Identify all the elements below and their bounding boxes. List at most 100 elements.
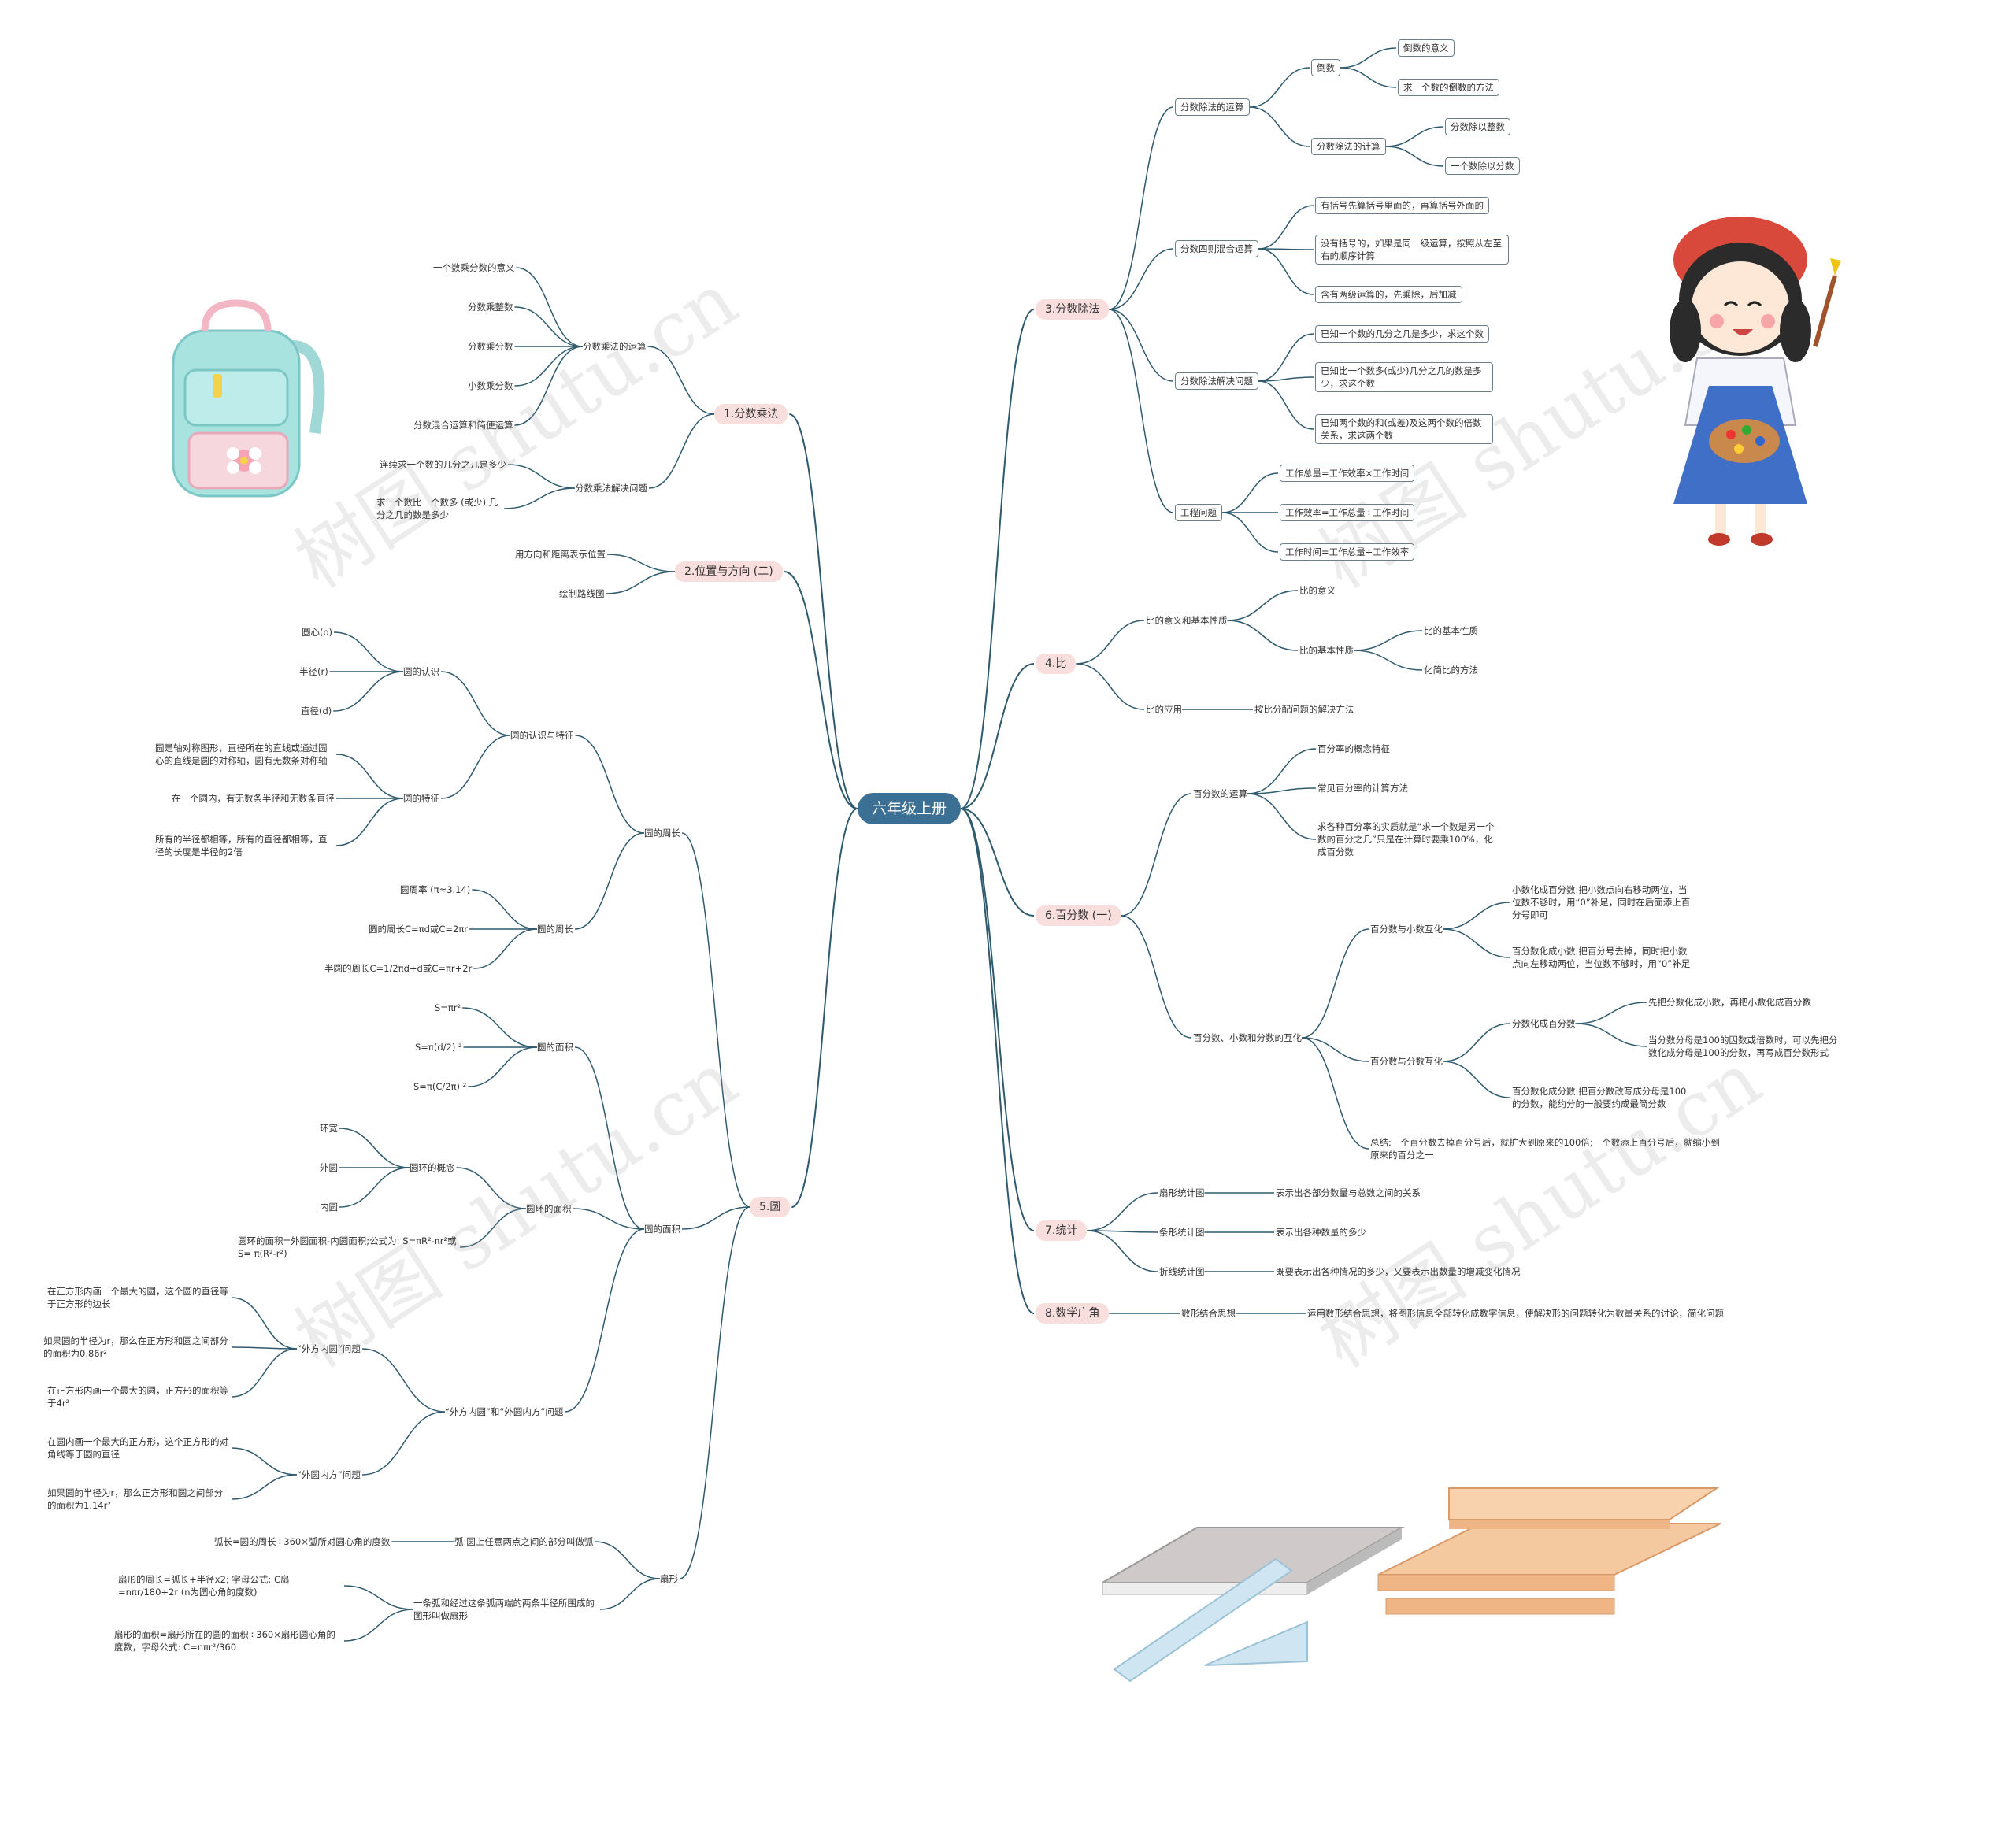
topic-node[interactable]: 弧:圆上任意两点之间的部分叫做弧 bbox=[454, 1536, 594, 1547]
topic-node[interactable]: 一个数乘分数的意义 bbox=[433, 262, 515, 273]
topic-node[interactable]: 外圆 bbox=[320, 1162, 338, 1173]
topic-node[interactable]: 当分数分母是100的因数或倍数时，可以先把分数化成分母是100的分数，再写成百分… bbox=[1648, 1035, 1838, 1058]
topic-node[interactable]: 常见百分率的计算方法 bbox=[1317, 783, 1408, 794]
topic-node[interactable]: 百分数与小数互化 bbox=[1370, 924, 1443, 935]
topic-node[interactable]: 圆的周长 bbox=[644, 828, 680, 839]
topic-node[interactable]: 条形统计图 bbox=[1159, 1227, 1205, 1238]
topic-node[interactable]: “外方内圆”问题 bbox=[297, 1343, 361, 1354]
topic-node[interactable]: 圆的面积 bbox=[644, 1224, 680, 1235]
topic-node[interactable]: 倒数 bbox=[1311, 59, 1340, 76]
topic-node[interactable]: 已知两个数的和(或差)及这两个数的倍数关系，求这两个数 bbox=[1315, 414, 1493, 444]
topic-node[interactable]: 连续求一个数的几分之几是多少 bbox=[380, 459, 506, 470]
topic-node[interactable]: 比的意义和基本性质 bbox=[1146, 615, 1228, 626]
topic-node[interactable]: 百分数、小数和分数的互化 bbox=[1193, 1032, 1302, 1043]
topic-node[interactable]: 比的基本性质 bbox=[1299, 645, 1354, 656]
topic-node[interactable]: 圆环的概念 bbox=[410, 1162, 455, 1173]
topic-node[interactable]: 在正方形内画一个最大的圆，正方形的面积等于4r² bbox=[47, 1385, 228, 1409]
topic-node[interactable]: 分数乘法的运算 bbox=[583, 341, 647, 352]
topic-node[interactable]: 工作总量=工作效率×工作时间 bbox=[1280, 465, 1415, 482]
topic-node[interactable]: 求一个数比一个数多 (或少) 几分之几的数是多少 bbox=[376, 497, 498, 520]
topic-node[interactable]: 求一个数的倒数的方法 bbox=[1398, 79, 1499, 96]
topic-node[interactable]: 分数除法的计算 bbox=[1311, 138, 1386, 155]
topic-node[interactable]: 圆周率 (π≈3.14) bbox=[400, 884, 471, 895]
topic-node[interactable]: 分数除法的运算 bbox=[1175, 98, 1250, 116]
topic-node[interactable]: “外方内圆”和“外圆内方”问题 bbox=[445, 1406, 564, 1417]
topic-node[interactable]: 圆是轴对称图形，直径所在的直线或通过圆心的直线是圆的对称轴，圆有无数条对称轴 bbox=[155, 743, 328, 766]
topic-node[interactable]: 分数乘整数 bbox=[468, 302, 513, 313]
topic-node[interactable]: 比的应用 bbox=[1146, 704, 1182, 715]
topic-node[interactable]: 百分数的运算 bbox=[1193, 788, 1247, 799]
topic-node[interactable]: 比的意义 bbox=[1299, 585, 1336, 596]
topic-node[interactable]: 圆的认识与特征 bbox=[510, 730, 574, 741]
topic-node[interactable]: 分数除法解决问题 bbox=[1175, 372, 1258, 390]
topic-node[interactable]: 小数乘分数 bbox=[468, 380, 513, 391]
topic-node[interactable]: 环宽 bbox=[320, 1123, 338, 1134]
branch-ratio[interactable]: 4.比 bbox=[1036, 654, 1077, 674]
branch-fraction-multiplication[interactable]: 1.分数乘法 bbox=[714, 404, 788, 424]
topic-node[interactable]: 表示出各种数量的多少 bbox=[1276, 1227, 1366, 1238]
topic-node[interactable]: 按比分配问题的解决方法 bbox=[1254, 704, 1354, 715]
topic-node[interactable]: 分数化成百分数 bbox=[1512, 1018, 1576, 1029]
topic-node[interactable]: 化简比的方法 bbox=[1424, 665, 1478, 676]
topic-node[interactable]: 用方向和距离表示位置 bbox=[515, 549, 606, 560]
topic-node[interactable]: 圆环的面积=外圆面积-内圆面积;公式为: S=πR²-πr²或S= π(R²-r… bbox=[238, 1235, 457, 1259]
topic-node[interactable]: 小数化成百分数:把小数点向右移动两位，当位数不够时，用“0”补足，同时在后面添上… bbox=[1512, 884, 1691, 920]
topic-node[interactable]: 含有两级运算的，先乘除，后加减 bbox=[1315, 286, 1462, 303]
topic-node[interactable]: 圆的周长 bbox=[537, 924, 573, 935]
topic-node[interactable]: 直径(d) bbox=[301, 705, 332, 717]
topic-node[interactable]: S=π(C/2π) ² bbox=[413, 1081, 467, 1092]
topic-node[interactable]: 已知比一个数多(或少)几分之几的数是多少，求这个数 bbox=[1315, 362, 1493, 392]
topic-node[interactable]: 总结:一个百分数去掉百分号后，就扩大到原来的100倍;一个数添上百分号后，就缩小… bbox=[1370, 1137, 1720, 1161]
topic-node[interactable]: 圆的特征 bbox=[403, 793, 439, 804]
branch-math-wide-angle[interactable]: 8.数学广角 bbox=[1036, 1303, 1110, 1324]
branch-fraction-division[interactable]: 3.分数除法 bbox=[1036, 299, 1110, 320]
topic-node[interactable]: 如果圆的半径为r，那么正方形和圆之间部分的面积为1.14r² bbox=[47, 1487, 224, 1511]
topic-node[interactable]: 工作时间=工作总量÷工作效率 bbox=[1280, 543, 1415, 561]
topic-node[interactable]: 圆的认识 bbox=[403, 666, 439, 677]
topic-node[interactable]: 半圆的周长C=1/2πd+d或C=πr+2r bbox=[324, 963, 472, 974]
topic-node[interactable]: 在圆内画一个最大的正方形，这个正方形的对角线等于圆的直径 bbox=[47, 1436, 228, 1460]
topic-node[interactable]: 圆的周长C=πd或C=2πr bbox=[369, 924, 469, 935]
topic-node[interactable]: 数形结合思想 bbox=[1181, 1308, 1236, 1319]
topic-node[interactable]: 圆的面积 bbox=[537, 1042, 573, 1053]
topic-node[interactable]: 工作效率=工作总量÷工作时间 bbox=[1280, 504, 1415, 521]
topic-node[interactable]: 扇形的周长=弧长+半径x2; 字母公式: C扇=nπr/180+2r (n为圆心… bbox=[118, 1574, 290, 1598]
topic-node[interactable]: 分数乘法解决问题 bbox=[575, 483, 647, 494]
topic-node[interactable]: 分数四则混合运算 bbox=[1175, 240, 1258, 257]
topic-node[interactable]: 有括号先算括号里面的，再算括号外面的 bbox=[1315, 197, 1489, 214]
topic-node[interactable]: 如果圆的半径为r，那么在正方形和圆之间部分的面积为0.86r² bbox=[43, 1335, 228, 1359]
topic-node[interactable]: 圆心(o) bbox=[302, 627, 333, 638]
topic-node[interactable]: 绘制路线图 bbox=[559, 588, 605, 599]
topic-node[interactable]: 一条弧和经过这条弧两端的两条半径所围成的图形叫做扇形 bbox=[413, 1598, 595, 1621]
topic-node[interactable]: S=π(d/2) ² bbox=[415, 1042, 462, 1053]
topic-node[interactable]: 弧长=圆的周长÷360×弧所对圆心角的度数 bbox=[214, 1536, 391, 1547]
topic-node[interactable]: 在正方形内画一个最大的圆，这个圆的直径等于正方形的边长 bbox=[47, 1286, 228, 1309]
topic-node[interactable]: 扇形统计图 bbox=[1159, 1187, 1205, 1198]
topic-node[interactable]: 百分数化成分数:把百分数改写成分母是100的分数，能约分的一般要约成最简分数 bbox=[1512, 1086, 1687, 1109]
topic-node[interactable]: “外圆内方”问题 bbox=[297, 1469, 361, 1480]
topic-node[interactable]: 已知一个数的几分之几是多少，求这个数 bbox=[1315, 325, 1489, 343]
topic-node[interactable]: 内圆 bbox=[320, 1202, 338, 1213]
topic-node[interactable]: 半径(r) bbox=[299, 666, 328, 677]
topic-node[interactable]: 所有的半径都相等，所有的直径都相等，直径的长度是半径的2倍 bbox=[155, 834, 328, 857]
topic-node[interactable]: 先把分数化成小数，再把小数化成百分数 bbox=[1648, 997, 1811, 1008]
topic-node[interactable]: 圆环的面积 bbox=[526, 1203, 572, 1214]
root-topic[interactable]: 六年级上册 bbox=[858, 793, 962, 824]
topic-node[interactable]: 表示出各部分数量与总数之间的关系 bbox=[1276, 1187, 1421, 1198]
topic-node[interactable]: 既要表示出各种情况的多少，又要表示出数量的增减变化情况 bbox=[1276, 1266, 1521, 1277]
branch-statistics[interactable]: 7.统计 bbox=[1036, 1220, 1088, 1241]
branch-circle[interactable]: 5.圆 bbox=[750, 1197, 791, 1217]
topic-node[interactable]: 工程问题 bbox=[1175, 504, 1222, 521]
topic-node[interactable]: 扇形的面积=扇形所在的圆的面积÷360×扇形圆心角的度数，字母公式: C=nπr… bbox=[114, 1629, 335, 1653]
topic-node[interactable]: 分数混合运算和简便运算 bbox=[413, 420, 513, 431]
topic-node[interactable]: 扇形 bbox=[660, 1573, 678, 1584]
topic-node[interactable]: 分数乘分数 bbox=[468, 341, 513, 352]
topic-node[interactable]: 在一个圆内，有无数条半径和无数条直径 bbox=[172, 793, 335, 804]
topic-node[interactable]: S=πr² bbox=[435, 1002, 461, 1013]
topic-node[interactable]: 折线统计图 bbox=[1159, 1266, 1205, 1277]
topic-node[interactable]: 分数除以整数 bbox=[1445, 118, 1510, 135]
branch-percent[interactable]: 6.百分数 (一) bbox=[1036, 905, 1121, 926]
topic-node[interactable]: 百分数化成小数:把百分号去掉，同时把小数点向左移动两位，当位数不够时，用“0”补… bbox=[1512, 946, 1691, 969]
topic-node[interactable]: 运用数形结合思想，将图形信息全部转化成数字信息，使解决形的问题转化为数量关系的讨… bbox=[1307, 1308, 1724, 1319]
topic-node[interactable]: 倒数的意义 bbox=[1398, 39, 1455, 57]
